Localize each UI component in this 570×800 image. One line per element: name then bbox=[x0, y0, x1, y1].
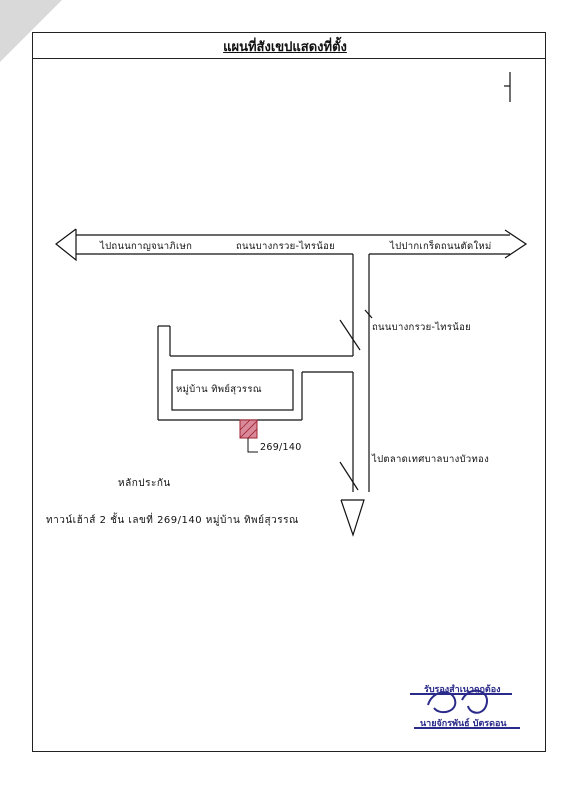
map-frame bbox=[32, 32, 546, 752]
branch-road bbox=[339, 254, 373, 537]
collateral-description: ทาวน์เฮ้าส์ 2 ชั้น เลขที่ 269/140 หมู่บ้… bbox=[46, 515, 299, 526]
branch-road-label: ถนนบางกรวย-ไทรน้อย bbox=[372, 322, 471, 333]
house-number-label: 269/140 bbox=[260, 442, 302, 453]
village-label: หมู่บ้าน ทิพย์สุวรรณ bbox=[176, 384, 262, 395]
property-marker bbox=[239, 419, 258, 453]
north-arrow-icon bbox=[504, 72, 511, 102]
stamp-signer-name: นายจักรพันธ์ บัตรดอน bbox=[420, 719, 507, 729]
collateral-heading: หลักประกัน bbox=[118, 478, 171, 489]
south-road-label: ไปตลาดเทศบาลบางบัวทอง bbox=[372, 454, 490, 465]
main-road bbox=[55, 228, 528, 262]
folded-corner bbox=[0, 0, 62, 62]
village-block bbox=[171, 369, 294, 411]
stamp-certified-text: รับรองสำเนาถูกต้อง bbox=[424, 685, 501, 695]
village-soi bbox=[157, 325, 353, 421]
title-divider bbox=[32, 58, 546, 59]
map-title: แผนที่สังเขปแสดงที่ตั้ง bbox=[223, 40, 347, 55]
west-road-label: ไปถนนกาญจนาภิเษก bbox=[100, 241, 193, 252]
east-road-label: ไปปากเกร็ดถนนตัดใหม่ bbox=[390, 241, 492, 252]
main-road-label: ถนนบางกรวย-ไทรน้อย bbox=[236, 241, 335, 252]
